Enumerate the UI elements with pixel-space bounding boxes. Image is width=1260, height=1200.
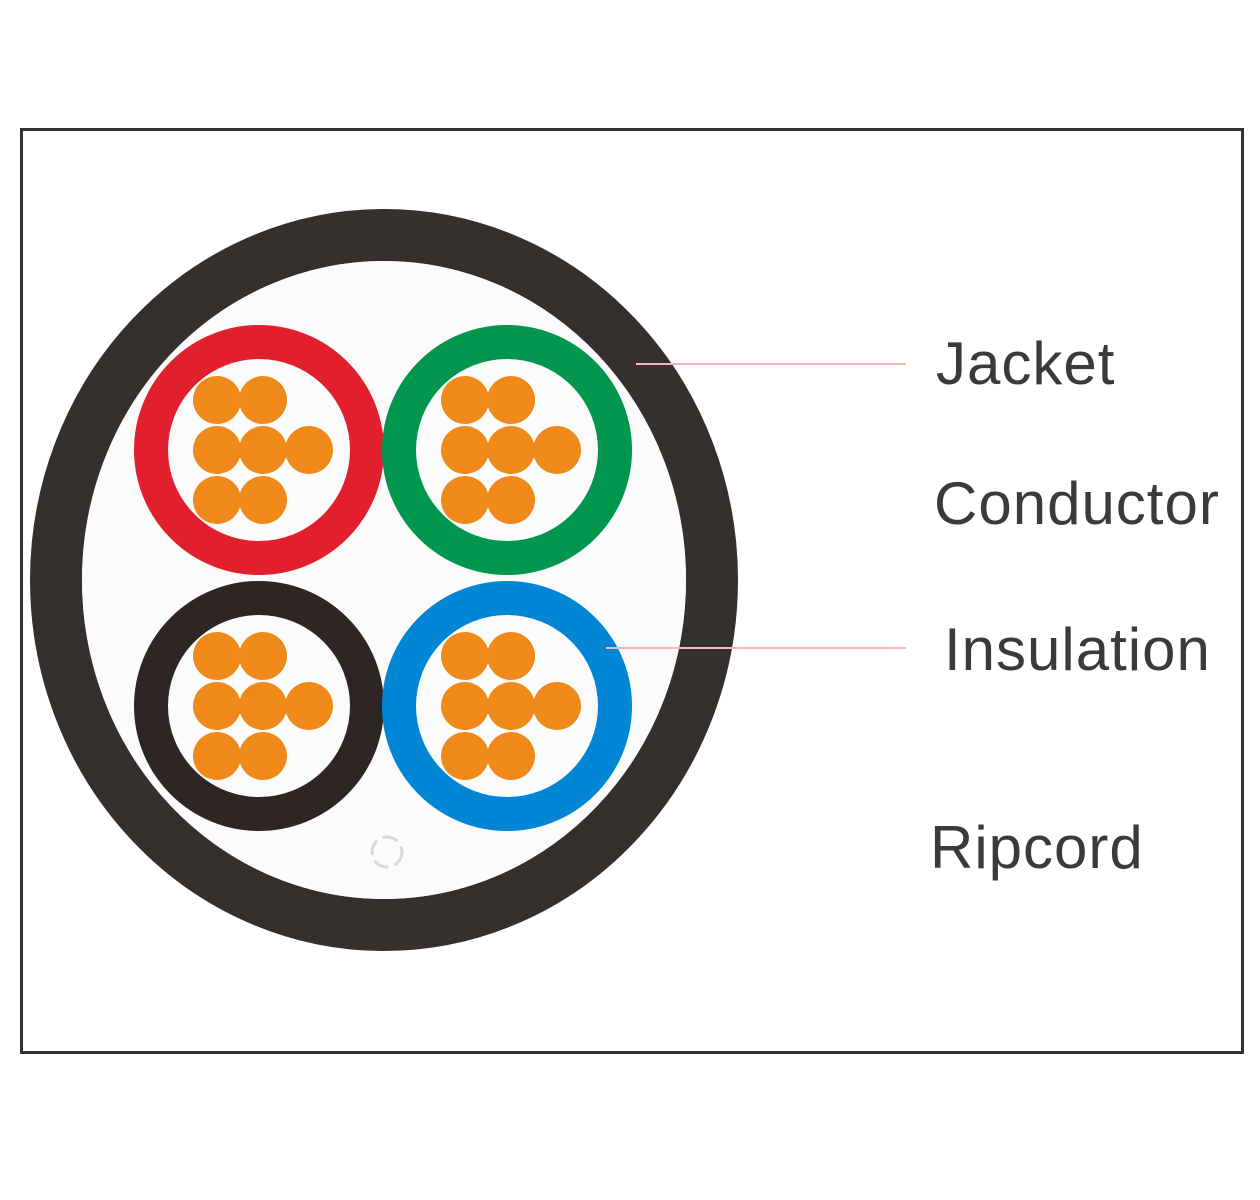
red-core-conductor-strand [193,426,241,474]
jacket-label: Jacket [936,330,1116,397]
cores-group [134,325,632,831]
green-core-conductor-strand [487,376,535,424]
blue-core-conductor-strand [441,682,489,730]
black-core-conductor-strand [239,682,287,730]
black-core-conductor-strand [239,732,287,780]
green-core-conductor-strand [441,476,489,524]
black-core-conductor-strand [285,682,333,730]
green-core-conductor-strand [533,426,581,474]
blue-core-conductor-strand [441,632,489,680]
filler [82,261,686,899]
black-core-conductor-strand [193,732,241,780]
red-core-conductor-strand [193,376,241,424]
blue-core-conductor-strand [487,682,535,730]
blue-core-conductor-strand [533,682,581,730]
ripcord-label: Ripcord [930,814,1144,881]
jacket-ring [30,209,738,951]
black-core-conductor-strand [239,632,287,680]
red-core-conductor-strand [239,376,287,424]
red-core-conductor-strand [239,426,287,474]
red-core-conductor-strand [193,476,241,524]
green-core-conductor-strand [441,426,489,474]
insulation-label: Insulation [944,616,1211,683]
conductor-label: Conductor [934,470,1220,537]
red-core-conductor-strand [285,426,333,474]
red-core-conductor-strand [239,476,287,524]
ripcord [370,835,404,869]
green-core-conductor-strand [487,426,535,474]
black-core-conductor-strand [193,682,241,730]
green-core-conductor-strand [441,376,489,424]
blue-core-conductor-strand [487,732,535,780]
blue-core-conductor-strand [441,732,489,780]
black-core-conductor-strand [193,632,241,680]
blue-core-conductor-strand [487,632,535,680]
green-core-conductor-strand [487,476,535,524]
